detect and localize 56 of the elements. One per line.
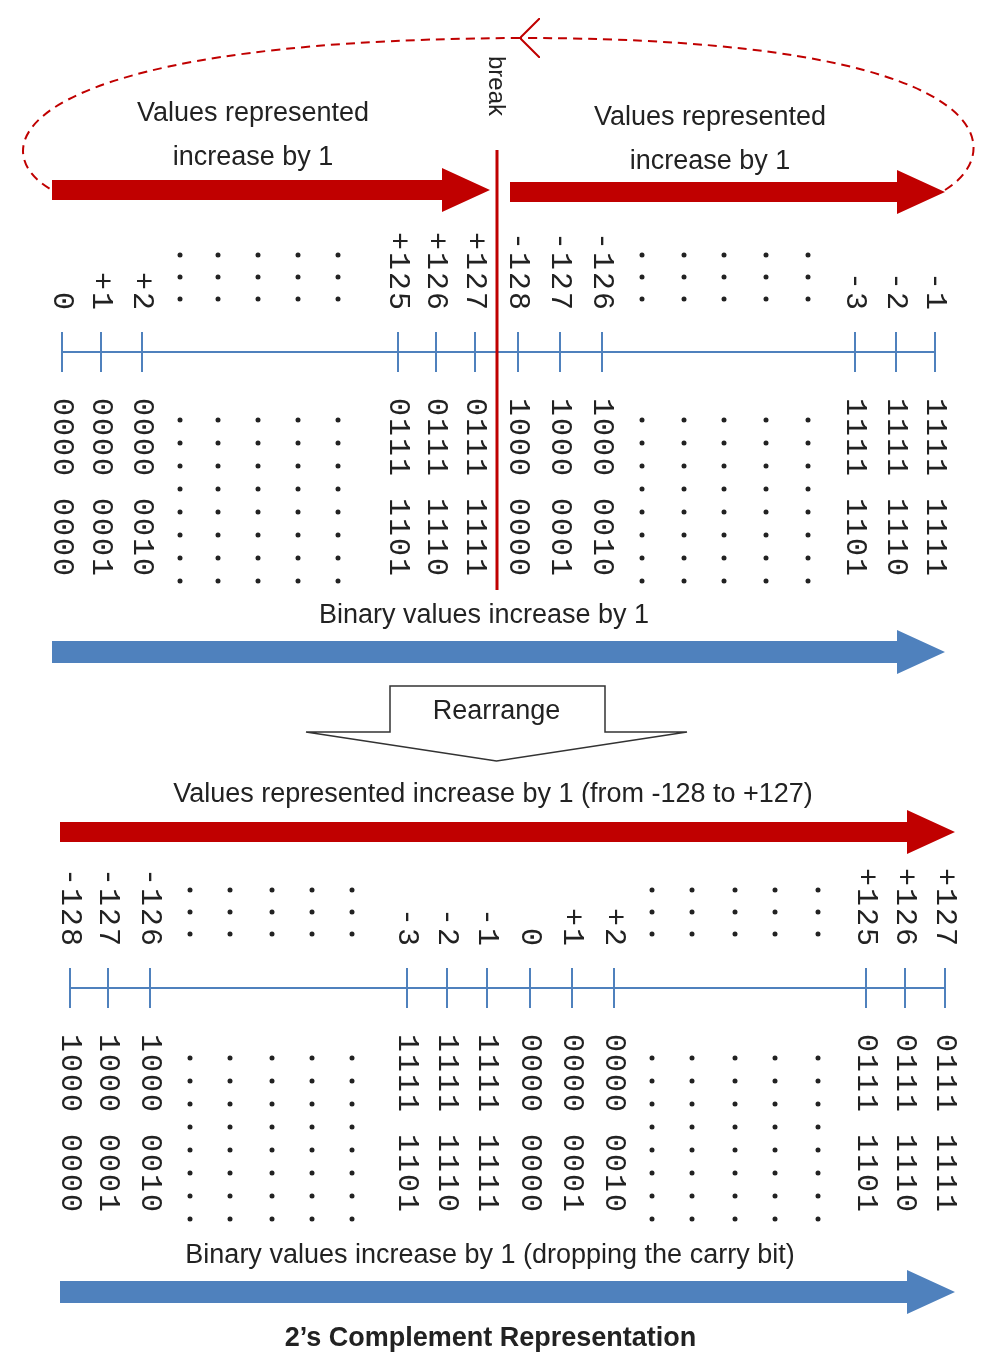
binary-label: 0111 1101 bbox=[851, 1034, 881, 1215]
value-label: +127 bbox=[930, 868, 960, 948]
value-label: +126 bbox=[421, 232, 451, 312]
binary-label: 1111 1111 bbox=[472, 1034, 502, 1215]
rearrange-block-arrow bbox=[305, 685, 688, 762]
binary-label: 0000 0010 bbox=[599, 1034, 629, 1215]
value-label: -127 bbox=[545, 232, 575, 312]
value-label: +125 bbox=[851, 868, 881, 948]
binary-label: 0111 1111 bbox=[460, 398, 490, 579]
binary-label: 0000 0001 bbox=[557, 1034, 587, 1215]
binary-label: 0000 0010 bbox=[127, 398, 157, 579]
binary-label: 1000 0010 bbox=[587, 398, 617, 579]
binary-label: 1111 1101 bbox=[840, 398, 870, 579]
value-label: -3 bbox=[392, 908, 422, 948]
binary-label: 1000 0001 bbox=[545, 398, 575, 579]
binary-label: 1111 1110 bbox=[432, 1034, 462, 1215]
binary-label: 1000 0010 bbox=[135, 1034, 165, 1215]
value-label: 0 bbox=[515, 928, 545, 948]
value-label: -128 bbox=[503, 232, 533, 312]
binary-label: 1000 0000 bbox=[55, 1034, 85, 1215]
value-label: -3 bbox=[840, 272, 870, 312]
heading-text: Binary values increase by 1 bbox=[317, 598, 651, 631]
binary-label: 0111 1110 bbox=[890, 1034, 920, 1215]
value-label: +1 bbox=[86, 272, 116, 312]
node-text: Rearrange bbox=[431, 695, 562, 726]
caption: 2’s Complement Representation bbox=[283, 1322, 698, 1353]
value-label: -1 bbox=[920, 272, 950, 312]
binary-label: 0111 1110 bbox=[421, 398, 451, 579]
value-label: +2 bbox=[127, 272, 157, 312]
heading-text: Binary values increase by 1 (dropping the carry bit) bbox=[184, 1238, 796, 1271]
binary-label: 0000 0000 bbox=[47, 398, 77, 579]
heading-text: Values represented increase by 1 (from -128 to +127) bbox=[172, 777, 814, 810]
binary-label: 1000 0001 bbox=[93, 1034, 123, 1215]
binary-label: 0000 0000 bbox=[515, 1034, 545, 1215]
value-label: -128 bbox=[55, 868, 85, 948]
value-label: -2 bbox=[432, 908, 462, 948]
binary-label: 1111 1101 bbox=[392, 1034, 422, 1215]
value-label: +126 bbox=[890, 868, 920, 948]
heading-text: Values represented increase by 1 bbox=[592, 100, 828, 177]
value-label: +2 bbox=[599, 908, 629, 948]
binary-label: 1111 1111 bbox=[920, 398, 950, 579]
binary-label: 1000 0000 bbox=[503, 398, 533, 579]
binary-label: 0111 1111 bbox=[930, 1034, 960, 1215]
value-label: -127 bbox=[93, 868, 123, 948]
value-label: +1 bbox=[557, 908, 587, 948]
value-label: -2 bbox=[881, 272, 911, 312]
heading-text: Values represented increase by 1 bbox=[135, 96, 371, 173]
binary-label: 0111 1101 bbox=[383, 398, 413, 579]
binary-label: 0000 0001 bbox=[86, 398, 116, 579]
value-label: 0 bbox=[47, 292, 77, 312]
value-label: -1 bbox=[472, 908, 502, 948]
binary-label: 1111 1110 bbox=[881, 398, 911, 579]
value-label: -126 bbox=[587, 232, 617, 312]
value-label: -126 bbox=[135, 868, 165, 948]
value-label: +125 bbox=[383, 232, 413, 312]
value-label: +127 bbox=[460, 232, 490, 312]
